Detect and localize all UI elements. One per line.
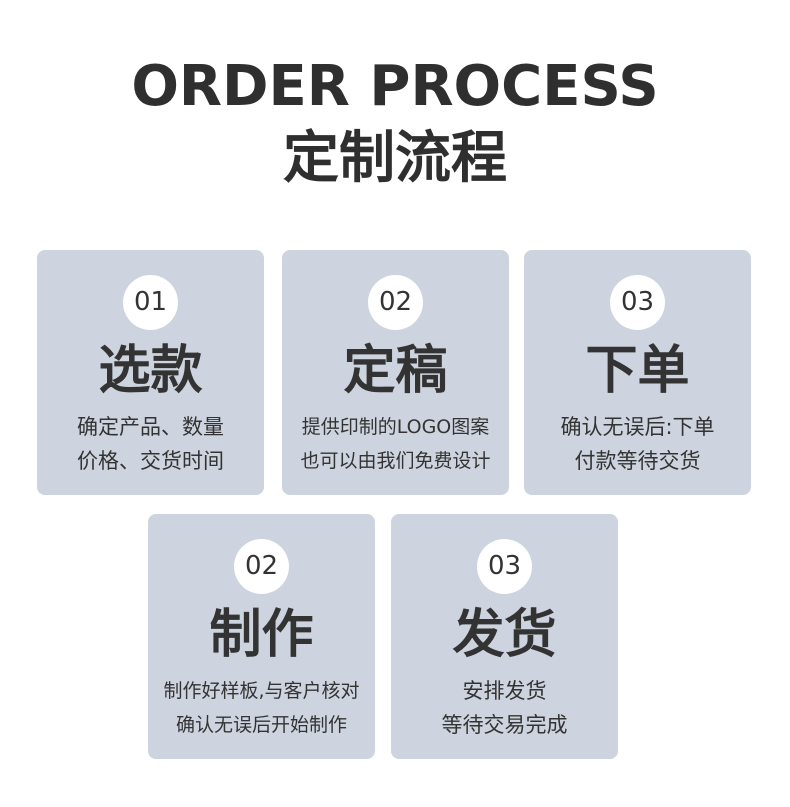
- step-number-badge: 01: [123, 275, 178, 330]
- step-description-line: 也可以由我们免费设计: [300, 450, 491, 472]
- step-description: 制作好样板,与客户核对 确认无误后开始制作: [148, 674, 375, 742]
- step-description-line: 确认无误后开始制作: [175, 714, 347, 736]
- step-title: 选款: [98, 341, 203, 401]
- step-card-ship: 03 发货 安排发货 等待交易完成: [391, 514, 618, 759]
- title-english: ORDER PROCESS: [131, 54, 659, 119]
- step-description: 确认无误后:下单 付款等待交货: [524, 410, 751, 478]
- step-description: 确定产品、数量 价格、交货时间: [37, 410, 264, 478]
- step-description-line: 等待交易完成: [441, 713, 568, 737]
- step-description-line: 价格、交货时间: [77, 449, 224, 473]
- step-card-produce: 02 制作 制作好样板,与客户核对 确认无误后开始制作: [148, 514, 375, 759]
- step-description-line: 确定产品、数量: [77, 415, 224, 439]
- step-number-badge: 02: [234, 539, 289, 594]
- step-title: 定稿: [343, 341, 448, 401]
- step-number-badge: 03: [477, 539, 532, 594]
- step-card-finalize: 02 定稿 提供印制的LOGO图案 也可以由我们免费设计: [282, 250, 509, 495]
- step-description-line: 付款等待交货: [574, 449, 701, 473]
- step-title: 下单: [585, 341, 690, 401]
- step-title: 制作: [209, 605, 314, 665]
- step-number-badge: 02: [368, 275, 423, 330]
- step-description-line: 提供印制的LOGO图案: [301, 416, 490, 438]
- step-title: 发货: [452, 605, 557, 665]
- step-description-line: 安排发货: [462, 679, 547, 703]
- step-description-line: 制作好样板,与客户核对: [163, 680, 360, 702]
- step-description: 安排发货 等待交易完成: [391, 674, 618, 742]
- step-number-badge: 03: [610, 275, 665, 330]
- title-chinese: 定制流程: [283, 126, 507, 191]
- step-description: 提供印制的LOGO图案 也可以由我们免费设计: [282, 410, 509, 478]
- step-card-select: 01 选款 确定产品、数量 价格、交货时间: [37, 250, 264, 495]
- step-card-order: 03 下单 确认无误后:下单 付款等待交货: [524, 250, 751, 495]
- step-description-line: 确认无误后:下单: [560, 415, 715, 439]
